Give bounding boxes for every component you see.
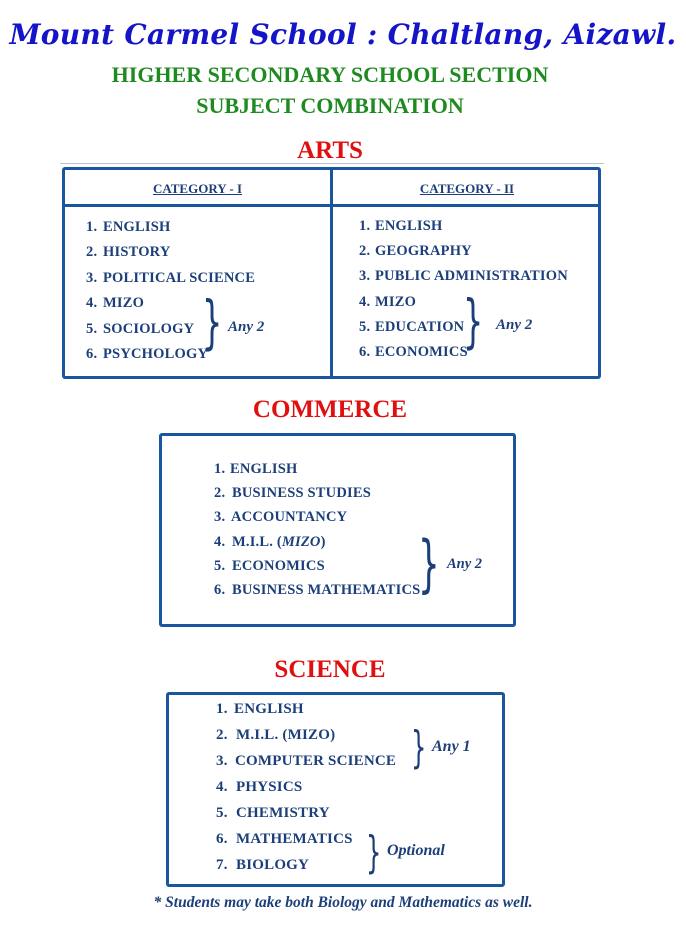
list-item: 2.HISTORY: [86, 244, 171, 261]
arts-rule: [60, 163, 604, 164]
list-item: 3.COMPUTER SCIENCE: [216, 753, 397, 769]
science-any-note: Any 1: [432, 738, 471, 755]
arts-heading: ARTS: [297, 137, 363, 164]
section-title: HIGHER SECONDARY SCHOOL SECTION: [111, 62, 549, 87]
list-item: 1.ENGLISH: [359, 218, 443, 234]
list-item: 7.BIOLOGY: [216, 857, 310, 873]
arts-column-divider: [330, 167, 333, 379]
list-item: 6.PSYCHOLOGY: [86, 345, 209, 362]
subject-combination-title: SUBJECT COMBINATION: [196, 93, 464, 118]
list-item: 6.ECONOMICS: [359, 343, 468, 360]
list-item: 3.ACCOUNTANCY: [214, 509, 348, 526]
commerce-heading: COMMERCE: [252, 396, 408, 423]
any-2-brace-icon: }: [202, 288, 223, 356]
category-1-header: CATEGORY - I: [152, 181, 243, 196]
list-item: 4.MIZO: [86, 295, 145, 312]
list-item: 3.POLITICAL SCIENCE: [86, 269, 256, 286]
list-item: 3.PUBLIC ADMINISTRATION: [359, 268, 568, 285]
commerce-list: 1.ENGLISH 2.BUSINESS STUDIES 3.ACCOUNTAN…: [214, 461, 420, 606]
any-2-brace-icon: }: [418, 527, 440, 600]
science-list: 1.ENGLISH 2.M.I.L. (MIZO) 3.COMPUTER SCI…: [216, 701, 396, 883]
list-item: 2.BUSINESS STUDIES: [214, 485, 372, 502]
list-item: 4.MIZO: [359, 293, 417, 310]
optional-brace-icon: }: [366, 827, 382, 878]
list-item: 5.ECONOMICS: [214, 557, 325, 574]
any-1-brace-icon: }: [411, 722, 427, 773]
list-item: 2.GEOGRAPHY: [359, 243, 472, 260]
list-item: 6.MATHEMATICS: [216, 831, 353, 847]
list-item: 6.BUSINESS MATHEMATICS: [214, 581, 421, 598]
science-heading: SCIENCE: [274, 656, 386, 683]
list-item: 5.CHEMISTRY: [216, 805, 330, 821]
category-2-header: CATEGORY - II: [419, 181, 515, 196]
category-1-list: 1.ENGLISH 2.HISTORY 3.POLITICAL SCIENCE …: [86, 219, 255, 371]
list-item: 4.PHYSICS: [216, 779, 303, 795]
list-item: 1.ENGLISH: [86, 219, 171, 235]
list-item: 2.M.I.L. (MIZO): [216, 727, 336, 743]
footnote: * Students may take both Biology and Mat…: [153, 894, 533, 911]
science-box: [166, 692, 505, 887]
list-item: 1.ENGLISH: [214, 461, 298, 477]
list-item: 4.M.I.L. (MIZO): [214, 533, 326, 550]
commerce-note: Any 2: [447, 556, 483, 572]
commerce-box: [159, 433, 516, 627]
category-2-list: 1.ENGLISH 2.GEOGRAPHY 3.PUBLIC ADMINISTR…: [359, 218, 568, 369]
any-2-brace-icon: }: [463, 287, 484, 355]
school-name: Mount Carmel School : Chaltlang, Aizawl.: [9, 18, 677, 51]
arts-header-divider: [62, 204, 601, 207]
list-item: 5.EDUCATION: [359, 318, 465, 335]
science-optional-note: Optional: [387, 842, 445, 859]
category-1-note: Any 2: [228, 319, 265, 335]
category-2-note: Any 2: [496, 317, 533, 333]
list-item: 1.ENGLISH: [216, 701, 304, 717]
list-item: 5.SOCIOLOGY: [86, 320, 195, 337]
